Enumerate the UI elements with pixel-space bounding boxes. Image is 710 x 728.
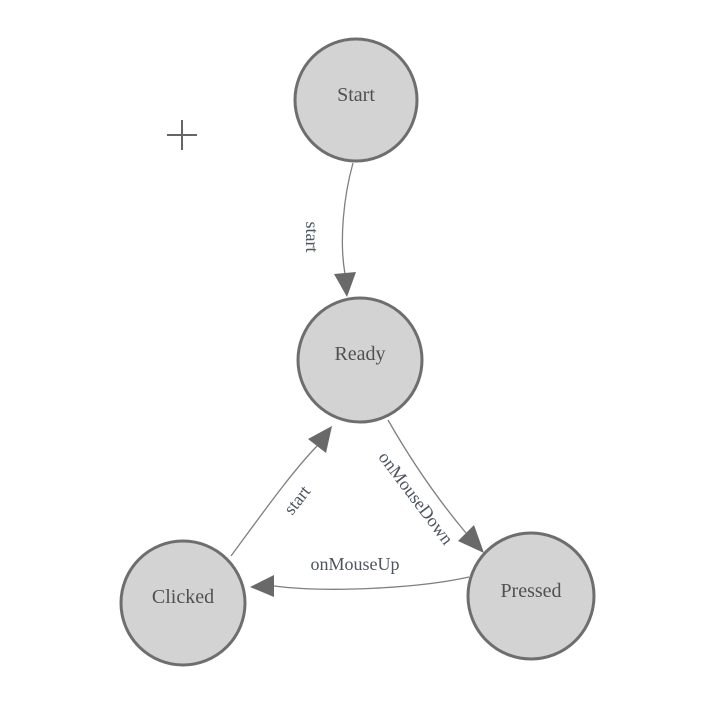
edge-label: start (280, 482, 315, 519)
state-circle[interactable] (293, 37, 419, 163)
state-circle[interactable] (466, 531, 596, 661)
edge-label: onMouseDown (375, 448, 458, 549)
edge-path[interactable] (387, 419, 467, 534)
arrowhead-icon (458, 525, 484, 553)
state-node-clicked[interactable]: Clicked (119, 539, 247, 667)
edge-path[interactable] (341, 162, 354, 275)
edge-path[interactable] (273, 576, 470, 590)
state-node-ready[interactable]: Ready (296, 296, 424, 424)
state-label: Clicked (152, 586, 214, 608)
arrowhead-icon (334, 272, 356, 297)
arrowhead-icon (250, 575, 274, 597)
state-label: Ready (334, 343, 385, 365)
transition-pressed-to-clicked[interactable]: onMouseUp (250, 554, 470, 597)
state-node-start[interactable]: Start (293, 37, 419, 163)
origin-crosshair-icon (167, 120, 197, 150)
state-label: Start (337, 84, 375, 106)
arrowhead-icon (308, 426, 332, 453)
transition-clicked-to-ready[interactable]: start (230, 426, 332, 557)
edge-label: onMouseUp (311, 554, 400, 574)
state-node-pressed[interactable]: Pressed (466, 531, 596, 661)
transition-ready-to-pressed[interactable]: onMouseDown (375, 419, 484, 553)
state-label: Pressed (500, 580, 561, 602)
state-circle[interactable] (119, 539, 247, 667)
transition-start-to-ready[interactable]: start (302, 162, 356, 297)
edge-path[interactable] (230, 445, 318, 557)
edge-label: start (302, 222, 322, 253)
state-circle[interactable] (296, 296, 424, 424)
